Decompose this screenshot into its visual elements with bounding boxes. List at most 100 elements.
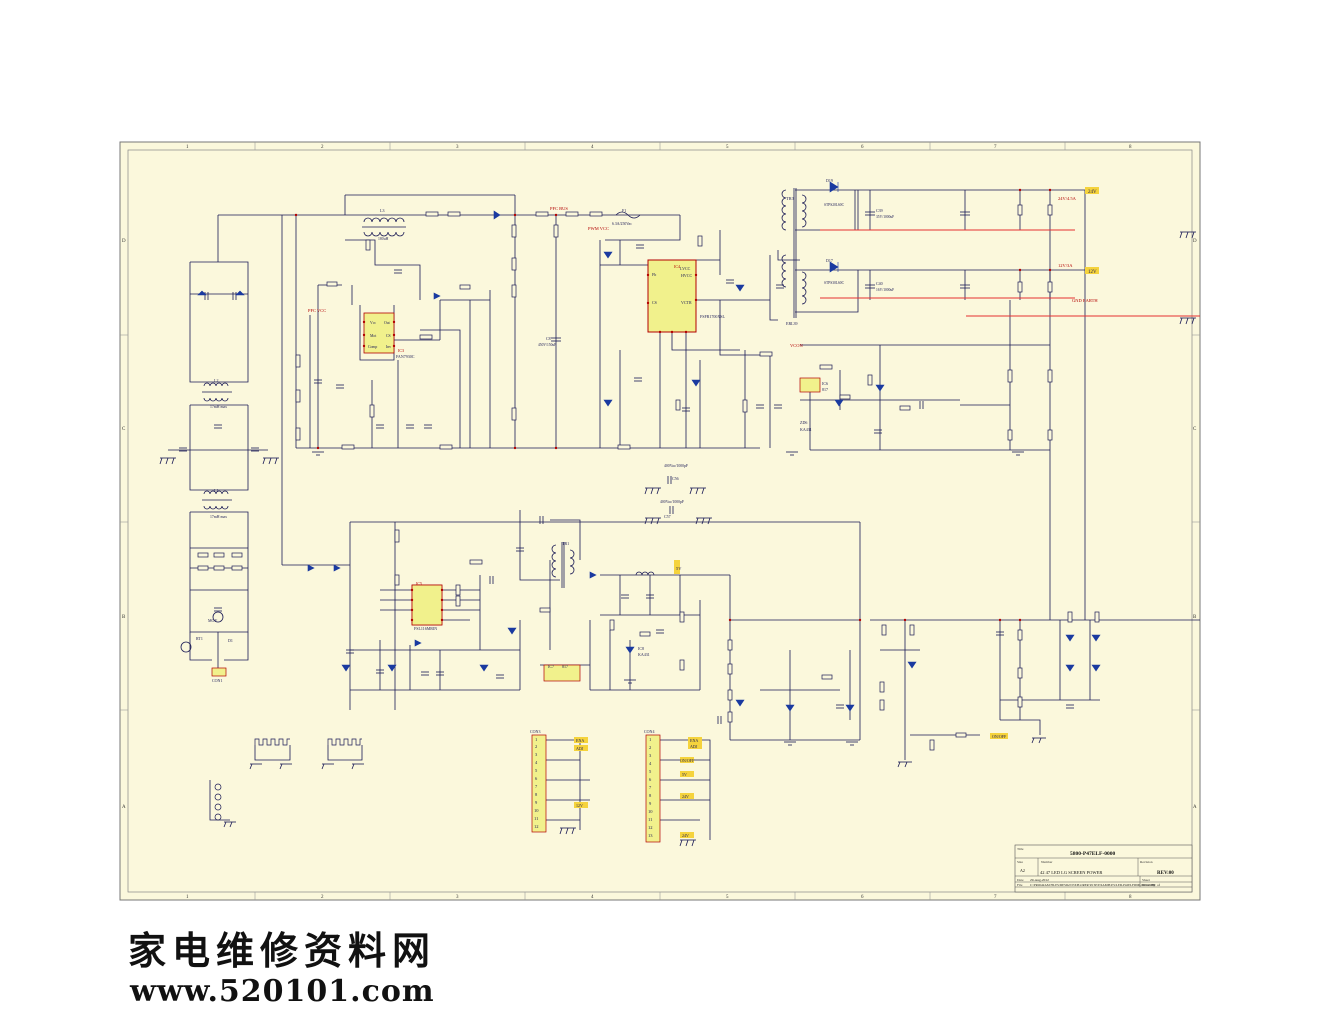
opto1-ref: IC6	[822, 381, 828, 386]
con4-ref: CON4	[644, 729, 654, 734]
svg-text:9: 9	[535, 800, 538, 805]
c39-value: 35V/1000uF	[876, 215, 894, 219]
pin-dots	[294, 188, 1052, 622]
l3-ref: L3	[380, 208, 384, 213]
row-label: A	[1193, 805, 1197, 810]
col-label: 1	[186, 145, 189, 150]
tb-revision-label: Revision	[1140, 860, 1153, 864]
col-label: 8	[1129, 145, 1132, 150]
c39-ref: C39	[876, 208, 883, 213]
col-label: 6	[861, 145, 864, 150]
svg-text:8: 8	[535, 792, 538, 797]
row-label: C	[122, 427, 126, 432]
pwm-pin-cs: CS	[652, 300, 657, 305]
bridge-ref: D1	[228, 638, 233, 643]
vcon-label: VCON	[790, 343, 804, 348]
con4-label-5v: 5V	[682, 772, 687, 777]
pwm-pin-fb: Fb	[652, 272, 656, 277]
shunt2-ref: IC8	[638, 646, 644, 651]
pfc-pin-out: Out	[384, 321, 391, 325]
pfc-bus-label: PFC BUS	[550, 206, 568, 211]
tb-file-label: File	[1017, 883, 1023, 887]
tr1-ref: TR1	[562, 541, 569, 546]
ycap1-value: 400Vac/1000pF	[664, 464, 688, 468]
con4-label-24v: 24V	[682, 794, 689, 799]
tr3-part: ERL39	[786, 321, 798, 326]
pfc-pin-inv: Inv	[386, 345, 391, 349]
stb-5v-label: 5V	[676, 566, 682, 571]
con3-label-ena: ENA	[576, 738, 584, 743]
con1-body	[211, 667, 227, 677]
d19-ref: D19	[826, 178, 833, 183]
d19-part: STPS20L60C	[824, 203, 845, 207]
tb-revision: REV:00	[1157, 871, 1174, 876]
rail-24v-current: 24V/4.5A	[1058, 196, 1077, 201]
pfc-pin-comp: Comp	[368, 345, 377, 349]
tb-description: 42 47 LED LG SCREEN POWER	[1040, 870, 1102, 875]
opto1-part: 817	[822, 387, 828, 392]
pfc-pin-cs: CS	[386, 334, 391, 338]
svg-text:13: 13	[648, 833, 653, 838]
col-label: 3	[456, 145, 459, 150]
fuse-rating: 6.3A/250Vac	[612, 222, 632, 226]
shunt1-part: KA431	[800, 427, 812, 432]
svg-text:11: 11	[534, 816, 538, 821]
watermark-url: www.520101.com	[130, 974, 435, 1009]
svg-text:1: 1	[535, 737, 537, 742]
svg-text:6: 6	[649, 777, 652, 782]
title-block: Title 5800-P47ELF-0000 Size A2 Number 42…	[1014, 844, 1193, 893]
bulk-cap-ref: C8	[546, 336, 551, 341]
tr3-ref: TR3	[786, 196, 795, 201]
pwm-ic-body	[647, 259, 697, 333]
con4-label-ena: ENA	[690, 738, 698, 743]
c40-value: 16V/1000uF	[876, 288, 894, 292]
ic-bodies	[363, 259, 821, 682]
opto-body	[799, 377, 821, 393]
col-label: 2	[321, 895, 324, 900]
opto2-part: 817	[562, 664, 568, 669]
shunt2-part: KA431	[638, 652, 650, 657]
pfc-vcc-label: PFC VCC	[308, 308, 326, 313]
on-off-tag: ON/OFF	[992, 734, 1007, 739]
pfc-ic-body	[363, 312, 395, 354]
tb-title-label: Title	[1017, 847, 1024, 851]
opto2-ref: IC7	[548, 664, 554, 669]
con3-label-12v: 12V	[576, 803, 583, 808]
row-label: D	[122, 239, 126, 244]
tb-number-label: Number	[1041, 860, 1053, 864]
tb-sheet: of	[1157, 883, 1161, 887]
svg-text:7: 7	[649, 785, 652, 790]
col-label: 1	[186, 895, 189, 900]
pwm-pin-lvcc: LVCC	[680, 266, 691, 271]
l1-ref: L1	[214, 488, 218, 493]
svg-text:5: 5	[649, 769, 652, 774]
opto-stb-body	[543, 664, 581, 682]
rail-12v-tag: 12V	[1088, 270, 1097, 275]
stb-ic-body	[411, 584, 443, 626]
pwm-ic-ref: IC4	[674, 264, 680, 269]
svg-text:12: 12	[648, 825, 653, 830]
col-label: 2	[321, 145, 324, 150]
l2-ref: L2	[214, 378, 218, 383]
mov-ref: MOV	[208, 618, 217, 623]
diodes	[197, 181, 1101, 712]
d17-ref: D17	[826, 258, 833, 263]
col-label: 4	[591, 895, 594, 900]
con3-ref: CON3	[530, 729, 540, 734]
row-label: B	[122, 615, 126, 620]
earth-lines	[820, 229, 1200, 317]
tb-size: A2	[1020, 868, 1025, 873]
resistors	[197, 204, 1100, 751]
con4-label-adj: ADJ	[690, 744, 698, 749]
magnetics	[180, 188, 807, 653]
capacitors	[179, 211, 1074, 724]
rail-24v-tag: 24V	[1088, 190, 1097, 195]
pwm-ic-part: FSFR1700XSL	[700, 314, 725, 319]
col-label: 6	[861, 895, 864, 900]
svg-text:10: 10	[648, 809, 653, 814]
pwm-pin-vctr: VCTR	[681, 300, 692, 305]
con4-label-24v-b: 24V	[682, 833, 689, 838]
svg-text:1: 1	[649, 737, 651, 742]
